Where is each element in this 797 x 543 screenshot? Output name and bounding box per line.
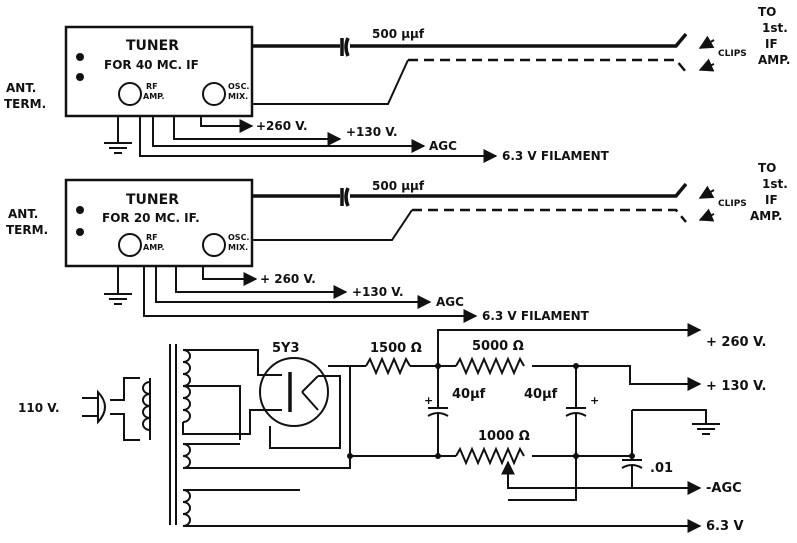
rf-amp-label-2a: RF: [146, 233, 158, 242]
fil-out-lead: [183, 489, 700, 526]
svg-text:+: +: [590, 394, 599, 407]
rf-amp-tube-2: [118, 233, 142, 257]
b-mid-label-2: +130 V.: [352, 285, 404, 299]
osc-mix-label-2a: OSC.: [228, 233, 249, 242]
b-plus-lead-1: [200, 116, 254, 133]
filament-lead-2: [143, 266, 478, 323]
to-if-amp-2a: TO: [758, 161, 776, 175]
out-mid-label: + 130 V.: [706, 379, 766, 394]
out-fil-label: 6.3 V: [706, 519, 744, 534]
osc-mix-label-1b: MIX.: [228, 92, 248, 101]
ant-term-label-2b: TERM.: [6, 223, 48, 237]
coupling-cap-2-label: 500 μμf: [372, 179, 425, 193]
agc-out-lead: [507, 480, 702, 495]
filament-label-2: 6.3 V FILAMENT: [482, 309, 590, 323]
r2-label: 5000 Ω: [472, 339, 524, 354]
power-supply-group: 110 V. 5Y3 1500 Ω + 260 V. 5000 Ω: [18, 323, 766, 534]
clips-label-2: CLIPS: [718, 199, 747, 209]
if-out-line-1b: [350, 32, 688, 48]
r1-label: 1500 Ω: [370, 341, 422, 356]
agc-label-1: AGC: [429, 139, 457, 153]
ant-terminal-2b: [76, 228, 84, 236]
rf-amp-label-1b: AMP.: [143, 92, 165, 101]
out-agc-label: -AGC: [706, 481, 742, 496]
resistor-1000-pot: [455, 446, 525, 466]
rect-filament-winding: [182, 443, 191, 469]
filament-label-1: 6.3 V FILAMENT: [502, 149, 610, 163]
supply-ground: [692, 423, 720, 435]
resistor-1500: [365, 356, 411, 376]
rectifier-tube-5y3: [259, 357, 329, 427]
rectifier-label: 5Y3: [272, 341, 300, 356]
filament-6v3-winding: [182, 489, 191, 527]
b-mid-lead-2: [175, 266, 348, 299]
agc-lead-2: [155, 266, 432, 309]
resistor-5000: [455, 356, 525, 376]
b-plus-label-2: + 260 V.: [260, 272, 316, 286]
b-mid-lead-1: [173, 116, 342, 146]
b-mid-label-1: +130 V.: [346, 125, 398, 139]
ant-term-label-2a: ANT.: [8, 207, 38, 221]
osc-mix-label-2b: MIX.: [228, 243, 248, 252]
ground-symbol-2: [104, 293, 132, 305]
out-hi-label: + 260 V.: [706, 335, 766, 350]
ant-terminal-1a: [76, 53, 84, 61]
filament-lead-1: [139, 116, 498, 163]
b-plus-lead-2: [202, 266, 258, 286]
cap-40uf-1: [427, 366, 449, 456]
agc-label-2: AGC: [436, 295, 464, 309]
to-if-amp-1b: 1st.: [762, 21, 788, 35]
agc-lead-1: [152, 116, 426, 153]
osc-mix-tube-2: [202, 233, 226, 257]
ground-symbol-1: [104, 142, 132, 154]
hv-out-lead: [437, 323, 702, 366]
tuner-2-subtitle: FOR 20 MC. IF.: [102, 211, 200, 225]
c1-label: 40μf: [452, 387, 486, 402]
transformer-core: [169, 344, 177, 525]
coupling-cap-1-label: 500 μμf: [372, 27, 425, 41]
svg-text:+: +: [424, 394, 433, 407]
to-if-amp-1c: IF: [765, 37, 778, 51]
alt-if-line-1: [408, 58, 687, 73]
to-if-amp-2b: 1st.: [762, 177, 788, 191]
cap-0-01: [621, 459, 643, 488]
to-if-amp-1a: TO: [758, 5, 776, 19]
ant-terminal-2a: [76, 206, 84, 214]
ant-term-label-1b: TERM.: [4, 97, 46, 111]
to-if-amp-2c: IF: [765, 193, 778, 207]
r3-label: 1000 Ω: [478, 429, 530, 444]
mid-out-lead: [532, 365, 702, 391]
to-if-amp-1d: AMP.: [758, 53, 790, 67]
tuner-2-group: ANT. TERM. TUNER FOR 20 MC. IF. RF AMP. …: [6, 161, 788, 323]
tuner-1-group: ANT. TERM. TUNER FOR 40 MC. IF RF AMP. O…: [4, 5, 790, 163]
tuner-2-title: TUNER: [126, 192, 179, 208]
osc-mix-label-1a: OSC.: [228, 82, 249, 91]
ac-plug-icon: [82, 389, 106, 425]
if-out-line-2b: [350, 182, 688, 198]
rf-amp-label-1a: RF: [146, 82, 158, 91]
cap-40uf-2: [565, 366, 587, 456]
rf-amp-label-2b: AMP.: [143, 243, 165, 252]
ac-input-label: 110 V.: [18, 401, 60, 415]
c2-label: 40μf: [524, 387, 558, 402]
to-if-amp-2d: AMP.: [750, 209, 782, 223]
primary-winding: [142, 381, 151, 431]
alt-if-line-2: [412, 208, 687, 223]
tuner-2-box: [64, 178, 254, 268]
clips-label-1: CLIPS: [718, 49, 747, 59]
tuner-1-subtitle: FOR 40 MC. IF: [104, 58, 199, 72]
ant-terminal-1b: [76, 73, 84, 81]
ant-term-label-1a: ANT.: [6, 81, 36, 95]
rf-amp-tube-1: [118, 82, 142, 106]
tuner-1-title: TUNER: [126, 38, 179, 54]
b-plus-label-1: +260 V.: [256, 119, 308, 133]
osc-mix-tube-1: [202, 82, 226, 106]
c3-label: .01: [650, 461, 673, 476]
